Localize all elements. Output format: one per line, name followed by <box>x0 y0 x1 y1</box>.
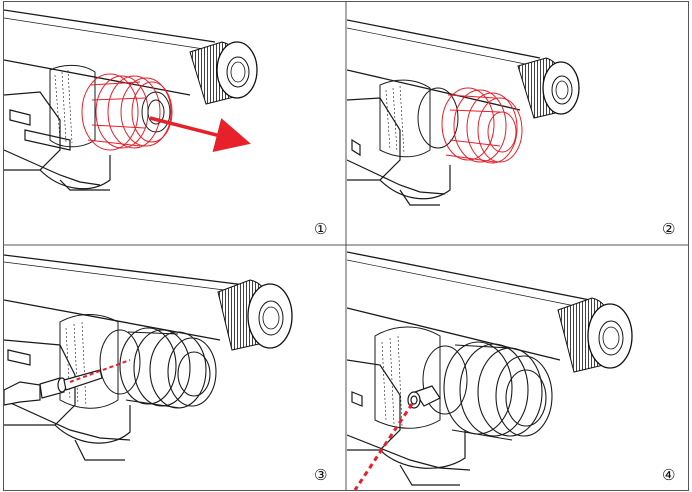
device-body <box>347 359 471 486</box>
cable-connector <box>4 369 103 406</box>
cable-guide-line <box>353 403 414 490</box>
label-ring <box>49 64 96 148</box>
label-ring <box>59 314 141 409</box>
label-ring <box>374 326 468 429</box>
device-body <box>4 91 111 191</box>
scope-tube <box>347 19 541 111</box>
tube-end-cap <box>217 279 293 351</box>
step-label-3: ③ <box>314 466 327 484</box>
housing-rings <box>119 327 217 409</box>
panel-1: ① <box>4 9 327 238</box>
panel-4: ④ <box>347 251 675 490</box>
housing-rings <box>443 341 553 441</box>
inner-connector <box>141 91 171 133</box>
step-label-1: ① <box>314 220 327 238</box>
red-cap <box>81 73 173 151</box>
tube-end-cap <box>517 57 580 119</box>
device-body <box>4 339 131 461</box>
device-body <box>347 97 451 206</box>
panel-2: ② <box>347 19 675 238</box>
label-ring <box>379 79 459 158</box>
insert-guide-line <box>69 359 131 383</box>
step-label-2: ② <box>662 220 675 238</box>
tube-end-cap <box>189 41 258 105</box>
panel-3: ③ <box>4 254 327 484</box>
scope-tube <box>4 9 216 96</box>
step-label-4: ④ <box>662 466 675 484</box>
tube-end-cap <box>557 297 633 373</box>
pull-arrow <box>149 116 251 153</box>
scope-tube <box>347 251 591 361</box>
red-cap <box>441 87 523 164</box>
scope-tube <box>4 254 246 341</box>
